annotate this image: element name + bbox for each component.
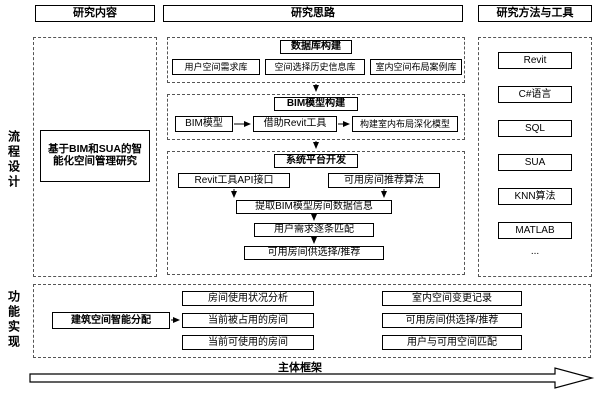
db-layout-case-box: 室内空间布局案例库 — [370, 59, 462, 75]
room-recommend-box: 可用房间供选择/推荐 — [382, 313, 522, 328]
header-research-approach: 研究思路 — [163, 5, 463, 22]
side-label-process-design: 流程设计 — [6, 130, 21, 190]
room-usage-analysis-box: 房间使用状况分析 — [182, 291, 314, 306]
container-tools — [478, 37, 592, 277]
tools-ellipsis: ... — [530, 246, 540, 257]
database-section-title: 数据库构建 — [280, 40, 352, 54]
occupied-rooms-box: 当前被占用的房间 — [182, 313, 314, 328]
space-change-record-box: 室内空间变更记录 — [382, 291, 522, 306]
allocate-space-box: 建筑空间智能分配 — [52, 312, 170, 329]
bim-model-box: BIM模型 — [175, 116, 233, 132]
bim-revit-tool-box: 借助Revit工具 — [253, 116, 337, 132]
user-space-match-box: 用户与可用空间匹配 — [382, 335, 522, 350]
platform-match-box: 用户需求逐条匹配 — [254, 223, 374, 237]
bim-deepen-model-box: 构建室内布局深化模型 — [352, 116, 458, 132]
db-selection-history-box: 空间选择历史信息库 — [265, 59, 365, 75]
platform-algorithm-box: 可用房间推荐算法 — [328, 173, 440, 188]
tool-knn-box: KNN算法 — [498, 188, 572, 205]
tool-sql-box: SQL — [498, 120, 572, 137]
footer-framework-label: 主体框架 — [278, 362, 322, 374]
container-bim-model — [167, 94, 465, 140]
platform-api-box: Revit工具API接口 — [178, 173, 290, 188]
side-label-function-implementation: 功能实现 — [6, 290, 21, 350]
platform-extract-box: 提取BIM模型房间数据信息 — [236, 200, 392, 214]
bim-section-title: BIM模型构建 — [274, 97, 358, 111]
platform-recommend-box: 可用房间供选择/推荐 — [244, 246, 384, 260]
container-research-content — [33, 37, 157, 277]
available-rooms-box: 当前可使用的房间 — [182, 335, 314, 350]
tool-csharp-box: C#语言 — [498, 86, 572, 103]
header-research-content: 研究内容 — [35, 5, 155, 22]
container-function-implementation — [33, 284, 591, 358]
tool-revit-box: Revit — [498, 52, 572, 69]
db-user-demand-box: 用户空间需求库 — [172, 59, 260, 75]
platform-section-title: 系统平台开发 — [274, 154, 358, 168]
container-system-platform — [167, 151, 465, 275]
tool-matlab-box: MATLAB — [498, 222, 572, 239]
header-research-methods: 研究方法与工具 — [478, 5, 592, 22]
main-topic-box: 基于BIM和SUA的智能化空间管理研究 — [40, 130, 150, 182]
tool-sua-box: SUA — [498, 154, 572, 171]
container-database-construction — [167, 37, 465, 83]
